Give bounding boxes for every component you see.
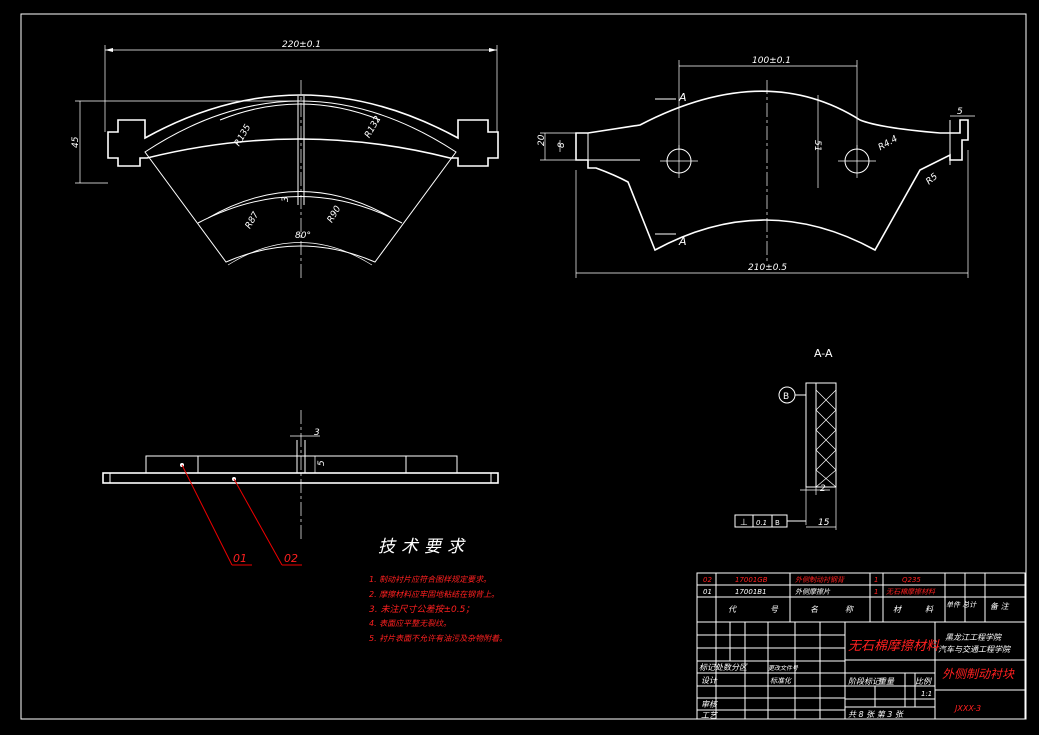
scale-label: 比例 xyxy=(915,677,933,686)
mark-label-2: 更改文件号 xyxy=(768,664,799,672)
dim-width: 220±0.1 xyxy=(282,40,321,50)
stage-mark: 阶段标记 xyxy=(848,677,881,686)
row2-code: 17001B1 xyxy=(735,588,767,596)
top-left-view: 220±0.1 45 R135 R132 R87 R90 3 80° xyxy=(71,40,499,280)
section-mark-bottom: A xyxy=(678,235,687,248)
tol-datum: B xyxy=(775,519,780,527)
dim-height: 45 xyxy=(71,136,81,148)
row2-name: 外侧摩擦片 xyxy=(795,588,831,596)
row1-no: 02 xyxy=(703,576,712,584)
row2-mat: 无石棉摩擦材料 xyxy=(886,588,936,596)
mark-label: 标记处数分区 xyxy=(699,663,748,672)
tech-req-item-3: 3. 未注尺寸公差按±0.5； xyxy=(369,604,474,615)
row2-qty: 1 xyxy=(874,588,878,596)
top-right-view: 100±0.1 210±0.5 20 8 51 R4.4 R5 5 A A xyxy=(537,56,975,278)
tech-req-title: 技术要求 xyxy=(378,537,470,557)
dim-bottom: 210±0.5 xyxy=(748,263,787,273)
sec-dim-b: 15 xyxy=(818,518,830,528)
tech-req-item-5: 5. 衬片表面不允许有油污及杂物附着。 xyxy=(369,634,507,643)
sec-dim-a: 2 xyxy=(820,484,826,494)
drawing-border xyxy=(20,13,1027,720)
hdr-name2: 称 xyxy=(845,605,855,614)
school-2: 汽车与交通工程学院 xyxy=(938,645,1012,654)
callout-01: 01 xyxy=(233,552,247,565)
hdr-name: 名 xyxy=(810,605,819,614)
tech-requirements: 技术要求 1. 制动衬片应符合图样规定要求。 2. 摩擦材料应牢固地粘结在钢背上… xyxy=(369,537,507,643)
row1-mat: Q235 xyxy=(902,576,921,584)
hdr-weight: 单件 总计 xyxy=(946,601,977,609)
dim-slot: 3 xyxy=(281,196,291,202)
sheet-count: 共 8 张 第 3 张 xyxy=(848,710,904,719)
callout-02: 02 xyxy=(284,552,298,565)
hdr-code: 代 xyxy=(728,605,737,614)
process-label: 工艺 xyxy=(701,711,718,720)
dim-r-inner-a: R87 xyxy=(244,210,262,231)
dim-middle: 51 xyxy=(812,140,822,151)
dim-hole: R4.4 xyxy=(877,134,900,153)
material-cell: 无石棉摩擦材料 xyxy=(848,638,940,654)
hdr-remark: 备 注 xyxy=(990,602,1010,611)
hdr-mat: 材 xyxy=(893,605,902,614)
dim-left-inner: 8 xyxy=(557,142,567,148)
row1-code: 17001GB xyxy=(735,576,768,584)
side-dim-b: 5 xyxy=(317,460,327,466)
standard-label: 标准化 xyxy=(770,677,792,685)
section-title: A-A xyxy=(814,347,833,360)
dim-tab: 5 xyxy=(957,107,963,117)
tech-req-item-1: 1. 制动衬片应符合图样规定要求。 xyxy=(369,575,491,584)
dim-r-mid: R132 xyxy=(363,114,384,140)
dim-r-outer: R135 xyxy=(233,123,254,149)
dim-top: 100±0.1 xyxy=(752,56,791,66)
part-name: 外侧制动衬块 xyxy=(942,667,1015,681)
side-view: 3 5 01 02 xyxy=(102,410,499,566)
dim-angle: 80° xyxy=(295,231,311,241)
row1-name: 外侧制动衬钢背 xyxy=(795,576,845,584)
row1-qty: 1 xyxy=(874,576,878,584)
row2-no: 01 xyxy=(703,588,712,596)
hdr-code2: 号 xyxy=(770,605,779,614)
side-dim-a: 3 xyxy=(314,428,320,438)
tol-symbol: ⊥ xyxy=(740,518,748,528)
title-block: 02 17001GB 外侧制动衬钢背 1 Q235 01 17001B1 外侧摩… xyxy=(696,572,1026,720)
review-label: 审核 xyxy=(701,700,719,709)
weight-label: 重量 xyxy=(878,677,895,686)
section-mark-top: A xyxy=(678,91,687,104)
design-label: 设计 xyxy=(701,676,718,685)
tol-value: 0.1 xyxy=(756,519,767,527)
scale-value: 1:1 xyxy=(921,690,932,698)
drawing-no: JXXX-3 xyxy=(953,704,981,713)
tech-req-item-2: 2. 摩擦材料应牢固地粘结在钢背上。 xyxy=(369,590,499,599)
dim-arc: R5 xyxy=(924,172,940,188)
dim-left: 20 xyxy=(537,134,547,146)
hdr-mat2: 料 xyxy=(925,605,934,614)
dim-r-inner-b: R90 xyxy=(326,204,344,225)
school-1: 黑龙江工程学院 xyxy=(945,633,1003,642)
tech-req-item-4: 4. 表面应平整无裂纹。 xyxy=(369,619,451,628)
datum-label: B xyxy=(783,392,789,402)
section-view: A-A B 2 15 ⊥ 0.1 B xyxy=(734,347,837,530)
